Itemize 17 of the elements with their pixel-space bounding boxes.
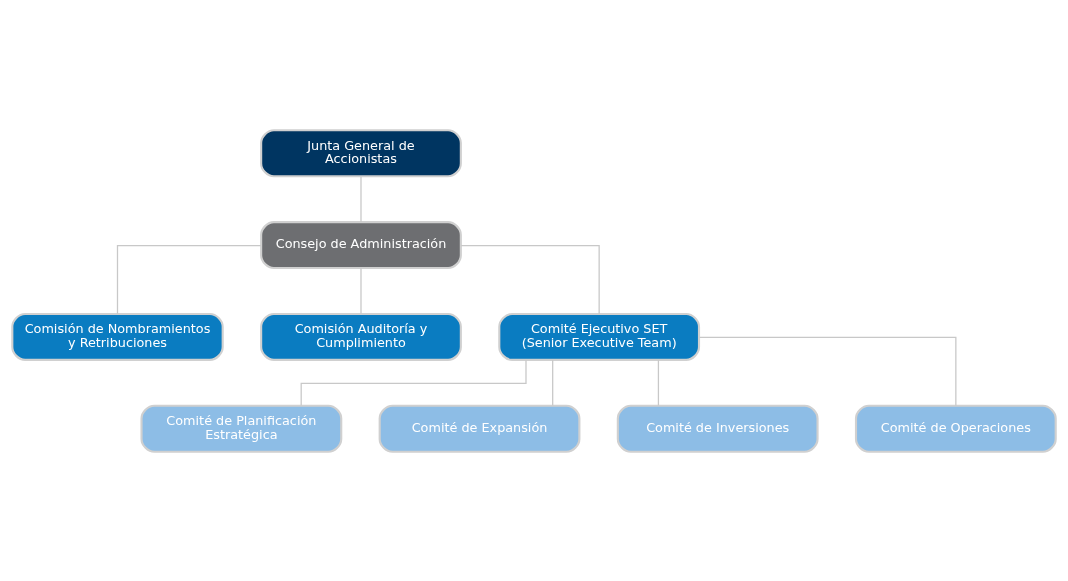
node-box: Comisión de Nombramientos y Retribuciones	[11, 312, 224, 361]
node-box: Comité de Inversiones	[616, 404, 819, 453]
connector	[360, 175, 362, 223]
connector	[116, 244, 262, 314]
node-box: Junta General de Accionistas	[260, 128, 462, 177]
connector	[698, 336, 957, 406]
connector	[300, 359, 527, 406]
connector	[552, 358, 554, 406]
node-box: Comité de Operaciones	[854, 404, 1057, 453]
connector	[657, 358, 660, 406]
node-box: Comité de Planificación Estratégica	[140, 404, 343, 453]
connector	[360, 267, 362, 314]
connector	[460, 244, 600, 314]
node-box: Comisión Auditoría y Cumplimiento	[260, 312, 462, 361]
node-box: Comité Ejecutivo SET (Senior Executive Team)	[498, 312, 701, 361]
node-box: Comité de Expansión	[378, 404, 581, 453]
node-box: Consejo de Administración	[260, 220, 462, 269]
